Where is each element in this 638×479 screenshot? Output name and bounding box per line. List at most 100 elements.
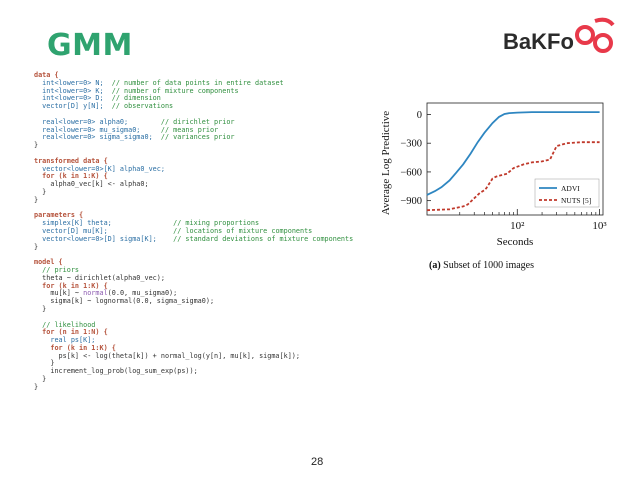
logo-text-part1: BaK: [503, 29, 547, 54]
code-token: for (n in 1:N) {: [34, 328, 108, 337]
code-line: vector[D] mu[K]; // locations of mixture…: [34, 226, 353, 236]
x-axis-label: Seconds: [497, 236, 534, 248]
code-token: normal: [83, 289, 108, 298]
legend-label-0: ADVI: [561, 184, 580, 193]
code-token: for (k in 1:K) {: [34, 172, 108, 181]
code-line: increment_log_prob(log_sum_exp(ps));: [34, 367, 353, 376]
code-line: }: [34, 382, 353, 392]
code-line: real<lower=0> alpha0; // dirichlet prior: [34, 117, 353, 127]
code-token: for (k in 1:K) {: [34, 281, 108, 290]
code-line: theta ~ dirichlet(alpha0_vec);: [34, 273, 353, 283]
code-line: data {: [34, 71, 353, 80]
code-line: }: [34, 141, 353, 150]
code-token: increment_log_prob(log_sum_exp(ps));: [34, 367, 198, 376]
code-token: transformed data {: [34, 156, 108, 165]
code-line: }: [34, 304, 353, 314]
code-line: vector<lower=0>[K] alpha0_vec;: [34, 164, 353, 174]
code-token: (0.0, mu_sigma0);: [107, 289, 178, 298]
code-token: mu[k] ~: [34, 289, 84, 298]
log-predictive-chart: 0 −300 −600 −900 10² 10³ Seconds Average Log Pr…: [380, 102, 607, 248]
logo-rings-icon: [575, 17, 615, 53]
code-token: // standard deviations of mixture compon…: [156, 234, 354, 243]
code-token: // dimension: [103, 94, 161, 103]
y-tick-label: −300: [400, 139, 422, 150]
code-line: for (n in 1:N) {: [34, 328, 353, 337]
figure-caption: (a) Subset of 1000 images: [429, 260, 534, 271]
y-axis-label: Average Log Predictive: [380, 111, 392, 215]
code-line: }: [34, 360, 353, 368]
code-token: // likelihood: [34, 320, 96, 329]
code-token: }: [34, 187, 47, 196]
code-token: // mixing proportions: [111, 219, 260, 228]
code-token: }: [34, 304, 47, 313]
code-line: alpha0_vec[k] <- alpha0;: [34, 180, 353, 189]
code-token: // priors: [34, 265, 80, 274]
code-line: }: [34, 195, 353, 205]
page-number: 28: [311, 456, 324, 468]
code-token: real<lower=0> alpha0;: [34, 117, 129, 126]
code-line: }: [34, 243, 353, 252]
code-token: data {: [34, 71, 59, 79]
slide-title: GMM: [47, 28, 133, 63]
code-token: vector<lower=0>[D] sigma[K];: [34, 234, 157, 243]
code-token: }: [34, 359, 55, 368]
code-line: for (k in 1:K) {: [34, 172, 353, 181]
code-token: }: [34, 195, 39, 204]
legend-box: [534, 178, 600, 208]
caption-text: Subset of 1000 images: [443, 260, 534, 271]
code-token: ps[k] <- log(theta[k]) + normal_log(y[n]…: [34, 351, 300, 360]
code-token: // means prior: [140, 125, 219, 134]
code-line: for (k in 1:K) {: [34, 281, 353, 291]
code-token: real<lower=0> sigma_sigma0;: [34, 133, 153, 142]
code-token: // dirichlet prior: [128, 117, 235, 126]
code-line: real<lower=0> mu_sigma0; // means prior: [34, 125, 353, 135]
code-line: real<lower=0> sigma_sigma0; // variances…: [34, 133, 353, 142]
code-token: // number of mixture components: [103, 86, 239, 95]
code-line: transformed data {: [34, 156, 353, 166]
code-token: int<lower=0> N;: [34, 78, 104, 87]
code-line: // likelihood: [34, 320, 353, 330]
code-line: [34, 251, 353, 259]
code-line: ps[k] <- log(theta[k]) + normal_log(y[n]…: [34, 351, 353, 361]
code-token: theta ~ dirichlet(alpha0_vec);: [34, 273, 165, 282]
legend-label-1: NUTS [5]: [561, 196, 591, 205]
code-line: int<lower=0> N; // number of data points…: [34, 78, 353, 88]
code-token: // variances prior: [152, 133, 235, 142]
y-tick-label: 0: [417, 110, 422, 121]
code-token: model {: [34, 258, 63, 267]
code-line: int<lower=0> D; // dimension: [34, 94, 353, 103]
code-line: vector<lower=0>[D] sigma[K]; // standard…: [34, 234, 354, 244]
bakfoo-logo: BaK Fo: [503, 17, 615, 54]
code-token: for (k in 1:K) {: [34, 343, 116, 352]
code-line: mu[k] ~ normal(0.0, mu_sigma0);: [34, 289, 353, 298]
code-token: real<lower=0> mu_sigma0;: [34, 125, 141, 134]
code-line: // priors: [34, 265, 353, 275]
code-token: }: [34, 375, 47, 384]
code-line: }: [34, 375, 353, 384]
stan-code-block: data { int<lower=0> N; // number of data…: [34, 71, 354, 392]
code-token: int<lower=0> K;: [34, 86, 104, 95]
code-token: vector<lower=0>[K] alpha0_vec;: [34, 164, 165, 173]
code-token: vector[D] y[N];: [34, 102, 104, 111]
code-token: // locations of mixture components: [107, 226, 313, 235]
code-line: int<lower=0> K; // number of mixture com…: [34, 86, 353, 96]
logo-text-part2: Fo: [547, 29, 574, 54]
code-line: vector[D] y[N]; // observations: [34, 102, 353, 111]
x-tick-label: 10²: [510, 220, 525, 232]
code-token: }: [34, 382, 39, 391]
code-token: simplex[K] theta;: [34, 219, 112, 228]
x-tick-label: 10³: [592, 220, 607, 232]
y-tick-label: −600: [400, 167, 422, 178]
code-token: alpha0_vec[k] <- alpha0;: [34, 180, 149, 189]
code-line: real ps[K];: [34, 336, 353, 345]
series-line-0: [426, 111, 600, 196]
plot-frame: [426, 102, 604, 216]
code-token: // observations: [103, 102, 174, 111]
code-line: }: [34, 187, 353, 197]
y-tick-label: −900: [400, 196, 422, 207]
code-token: parameters {: [34, 211, 84, 220]
code-line: sigma[k] ~ lognormal(0.0, sigma_sigma0);: [34, 297, 353, 306]
code-token: }: [34, 141, 39, 150]
code-line: for (k in 1:K) {: [34, 343, 353, 353]
code-line: simplex[K] theta; // mixing proportions: [34, 219, 353, 228]
